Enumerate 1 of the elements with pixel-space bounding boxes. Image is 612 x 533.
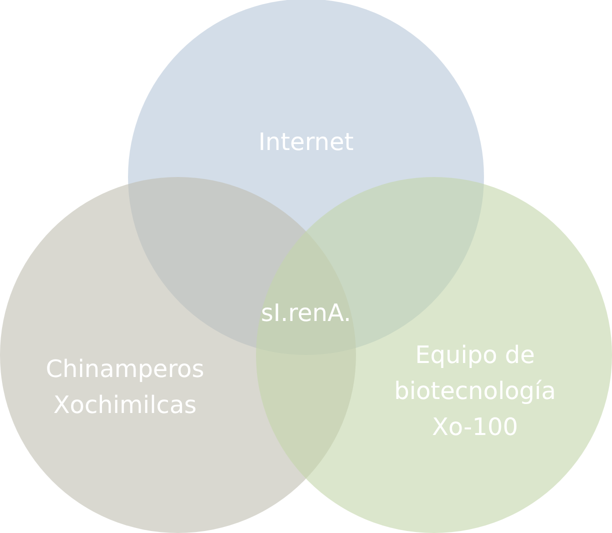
overlap-label: sI.renA. [260,298,352,329]
